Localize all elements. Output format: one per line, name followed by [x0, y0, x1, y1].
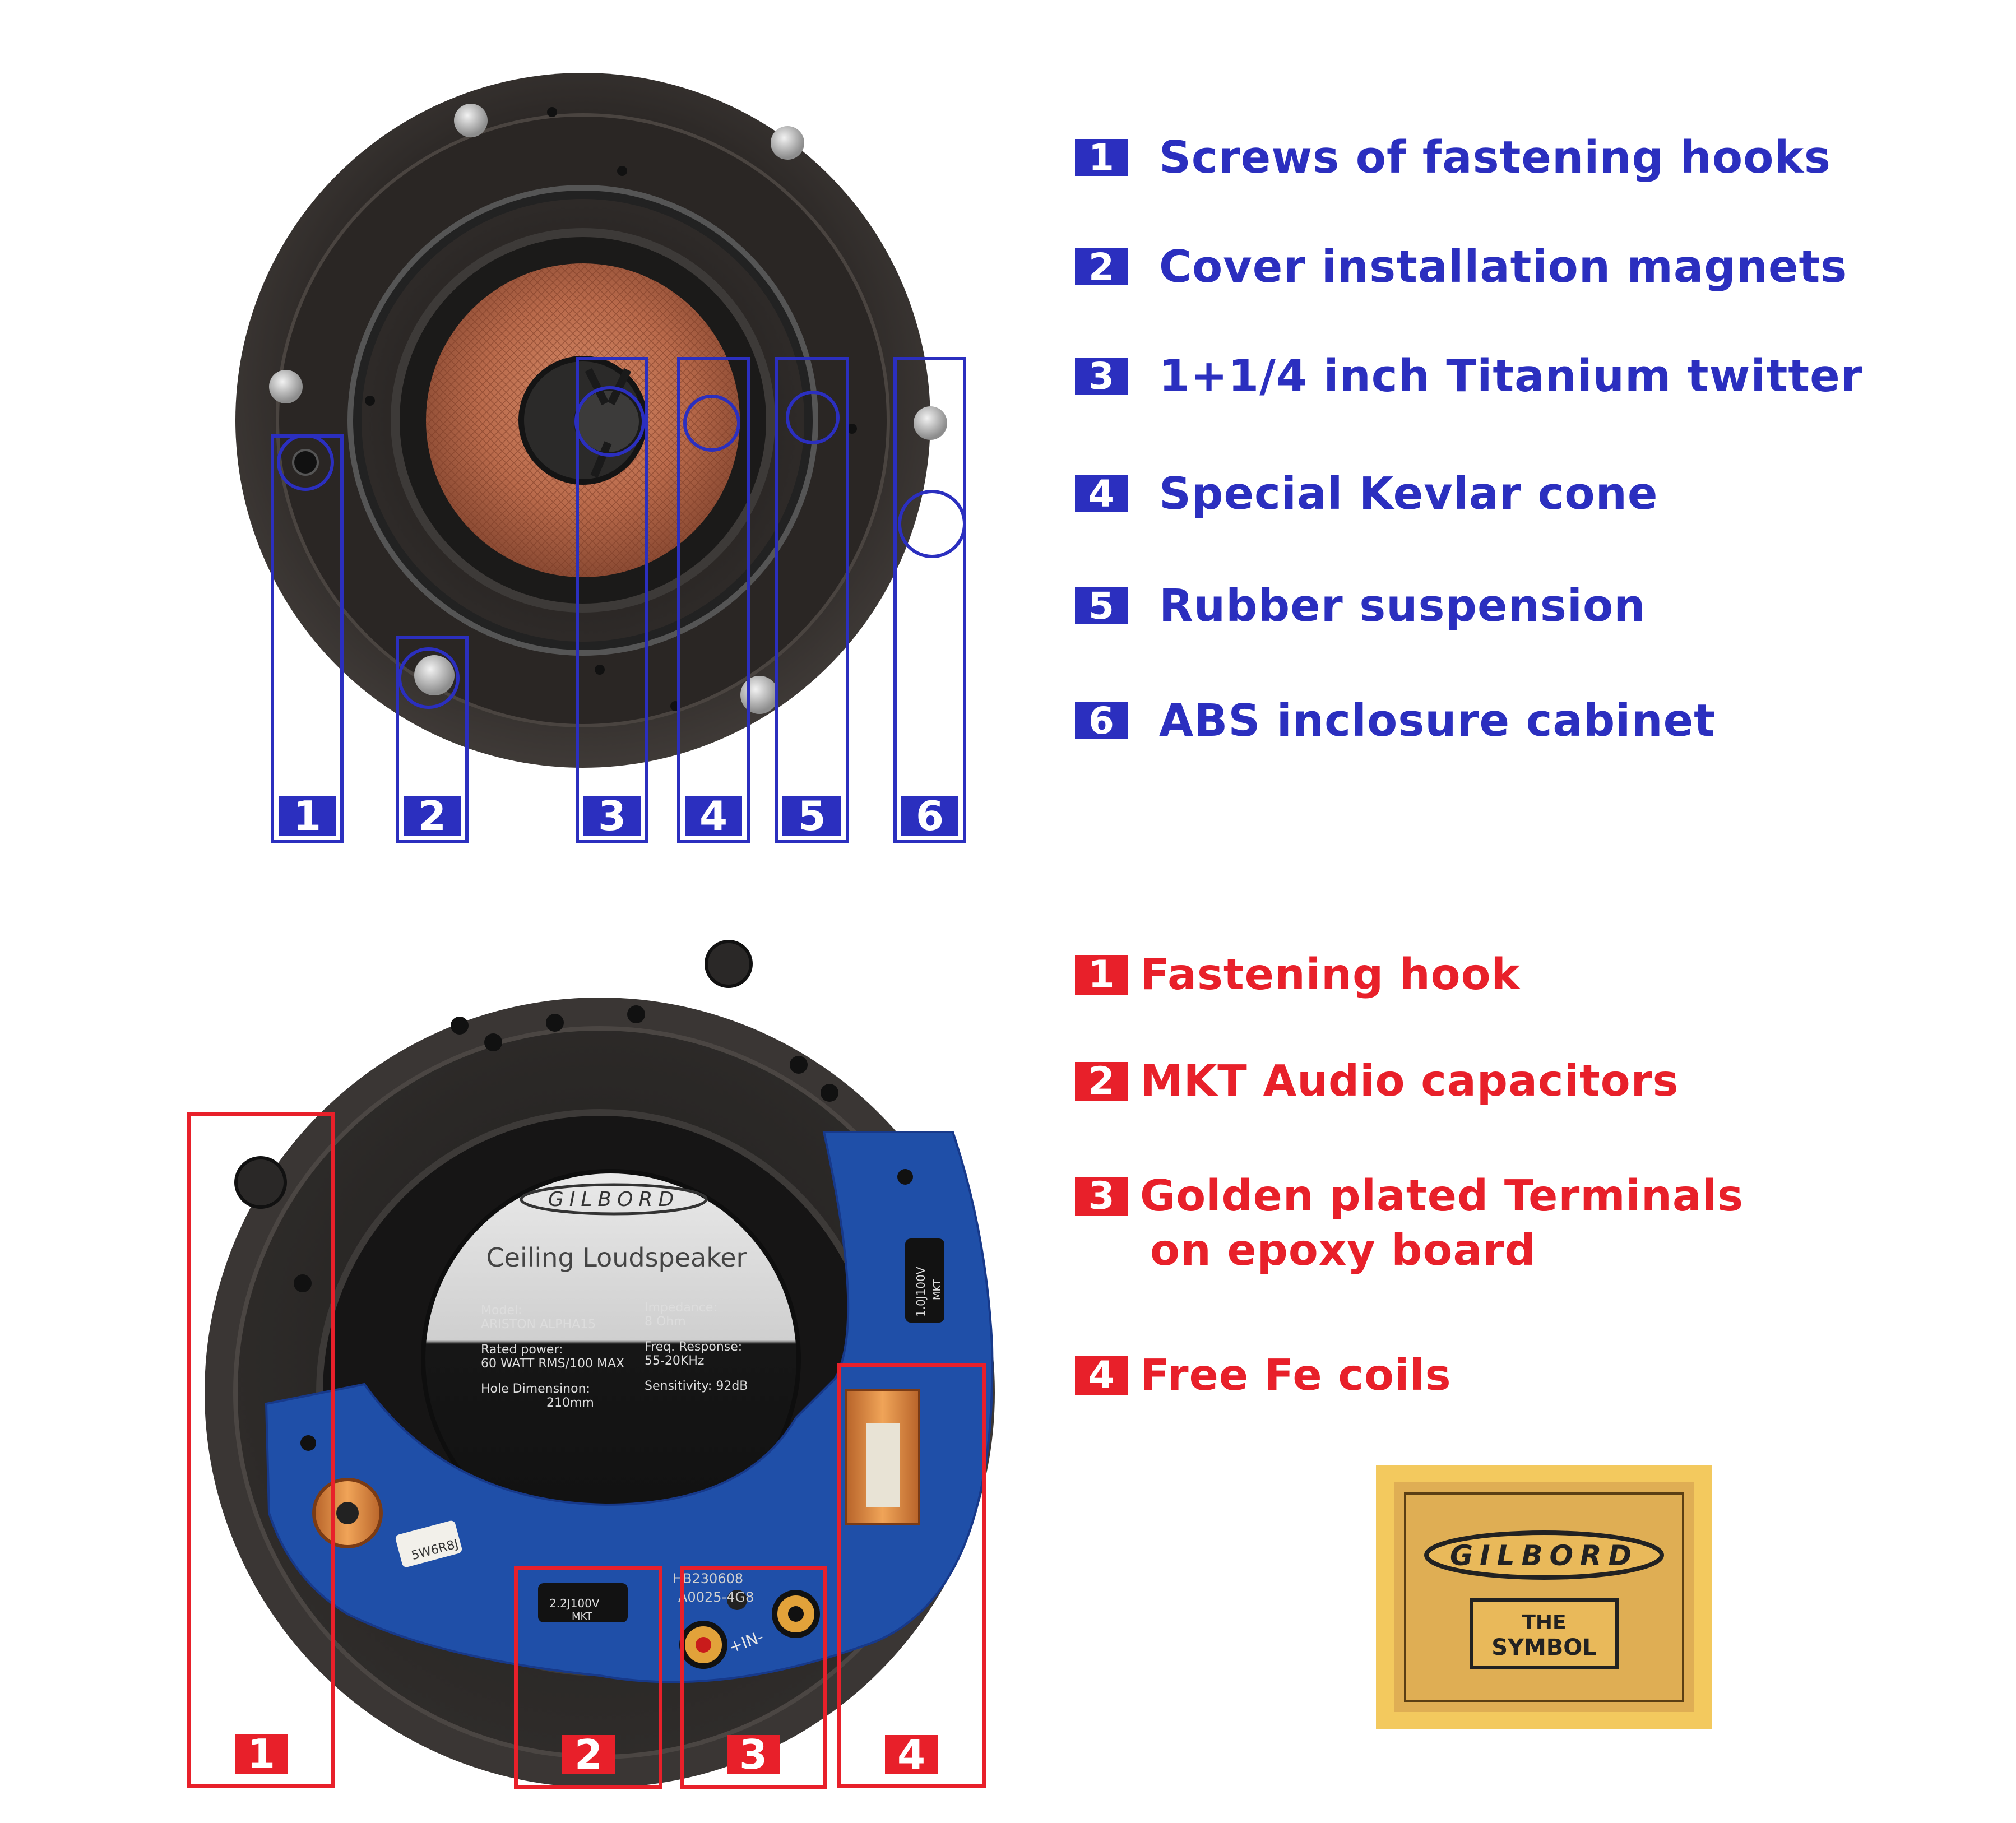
- back-callout-1: 1: [187, 1112, 335, 1788]
- back-legend-item-2: 2 MKT Audio capacitors: [1075, 1056, 1679, 1106]
- front-tag-2: 2: [404, 792, 461, 839]
- front-legend-item-5: 5 Rubber suspension: [1075, 580, 1646, 632]
- front-legend-item-3: 3 1+1/4 inch Titanium twitter: [1075, 350, 1863, 402]
- pcb-code-1: HB230608: [673, 1571, 743, 1587]
- back-legend-item-4: 4 Free Fe coils: [1075, 1351, 1452, 1400]
- speaker-body: [235, 73, 947, 768]
- sticker-title: Ceiling Loudspeaker: [486, 1242, 747, 1273]
- sticker-model-value: ARISTON ALPHA15: [481, 1318, 596, 1332]
- pcb-code-2: A0025-4G8: [678, 1589, 754, 1605]
- back-callout-3: 3: [680, 1566, 827, 1789]
- logo-sub1: THE: [1522, 1611, 1566, 1634]
- front-legend-badge: 2: [1075, 245, 1128, 289]
- front-speaker-photo: [235, 73, 966, 768]
- front-legend-badge: 6: [1075, 699, 1128, 743]
- sticker-model-label: Model:: [481, 1304, 522, 1318]
- front-legend-item-4: 4 Special Kevlar cone: [1075, 468, 1658, 519]
- front-legend-text: Special Kevlar cone: [1159, 468, 1658, 519]
- back-callout-2: 2: [514, 1566, 662, 1789]
- back-legend-item-3: 3 Golden plated Terminals: [1075, 1171, 1744, 1221]
- cap-left-mark: 2.2J100V: [549, 1597, 600, 1610]
- front-legend-badge: 4: [1075, 472, 1128, 516]
- sticker-hole-value: 210mm: [546, 1396, 594, 1410]
- front-tag-6: 6: [901, 792, 958, 839]
- back-legend-text: MKT Audio capacitors: [1140, 1056, 1679, 1106]
- back-legend-text: Fastening hook: [1140, 950, 1521, 1000]
- back-legend-badge: 3: [1075, 1174, 1128, 1218]
- back-tag-3: 3: [727, 1731, 780, 1778]
- back-tag-4: 4: [885, 1731, 938, 1778]
- front-callout-2: 2: [396, 636, 469, 843]
- back-speaker-photo: GILBORD Ceiling Loudspeaker Model: ARIST…: [205, 940, 995, 1788]
- back-legend-badge: 4: [1075, 1353, 1128, 1398]
- sticker-power-label: Rated power:: [481, 1343, 563, 1357]
- sticker-hole-label: Hole Dimensinon:: [481, 1382, 590, 1396]
- front-tag-1: 1: [279, 792, 336, 839]
- front-callout-4: 4: [677, 357, 750, 843]
- front-tag-5: 5: [782, 792, 841, 839]
- back-legend-text-3-line2: on epoxy board: [1150, 1226, 1536, 1275]
- front-legend-text: Rubber suspension: [1159, 580, 1646, 632]
- sticker-freq-value: 55-20KHz: [645, 1354, 704, 1368]
- front-callout-5: 5: [775, 357, 849, 843]
- front-legend-text: Screws of fastening hooks: [1159, 132, 1831, 183]
- cap-left-sub: MKT: [572, 1611, 593, 1622]
- back-callout-4: 4: [837, 1363, 986, 1788]
- cap-right-mark: 1.0J100V: [914, 1267, 928, 1317]
- sticker-impedance-value: 8 Ohm: [645, 1315, 686, 1329]
- back-legend-text: Free Fe coils: [1140, 1351, 1452, 1400]
- sticker-freq-label: Freq. Response:: [645, 1340, 742, 1354]
- sticker-brand: GILBORD: [548, 1188, 679, 1211]
- sticker-power-value: 60 WATT RMS/100 MAX: [481, 1357, 624, 1371]
- sticker-impedance-label: Impedance:: [645, 1301, 717, 1315]
- front-callout-6: 6: [893, 357, 966, 843]
- front-legend-text: Cover installation magnets: [1159, 241, 1848, 293]
- back-legend-text: Golden plated Terminals: [1140, 1171, 1744, 1221]
- front-legend-badge: 3: [1075, 355, 1128, 398]
- front-tag-3: 3: [583, 792, 641, 839]
- front-tag-4: 4: [685, 792, 742, 839]
- front-legend-badge: 5: [1075, 585, 1128, 628]
- front-legend-item-6: 6 ABS inclosure cabinet: [1075, 695, 1716, 746]
- cap-right-sub: MKT: [931, 1279, 943, 1300]
- front-legend-item-2: 2 Cover installation magnets: [1075, 241, 1847, 293]
- back-tag-2: 2: [562, 1731, 615, 1778]
- front-legend-item-1: 1 Screws of fastening hooks: [1075, 132, 1831, 183]
- sticker-sensitivity: Sensitivity: 92dB: [645, 1379, 748, 1393]
- back-legend-badge: 2: [1075, 1059, 1128, 1103]
- label-sticker: GILBORD Ceiling Loudspeaker Model: ARIST…: [481, 1183, 748, 1410]
- back-legend-item-1: 1 Fastening hook: [1075, 950, 1521, 1000]
- back-tag-1: 1: [235, 1731, 288, 1778]
- front-callout-1: 1: [271, 434, 344, 843]
- back-legend-badge: 1: [1075, 953, 1128, 997]
- gilbord-logo: GILBORD THE SYMBOL: [1376, 1465, 1712, 1729]
- logo-brand: GILBORD: [1450, 1539, 1638, 1572]
- front-legend-text: ABS inclosure cabinet: [1159, 695, 1716, 746]
- front-callout-3: 3: [576, 357, 648, 843]
- front-legend-text: 1+1/4 inch Titanium twitter: [1159, 350, 1863, 402]
- back-body: [205, 940, 995, 1788]
- front-legend-badge: 1: [1075, 136, 1128, 179]
- logo-sub2: SYMBOL: [1491, 1635, 1597, 1660]
